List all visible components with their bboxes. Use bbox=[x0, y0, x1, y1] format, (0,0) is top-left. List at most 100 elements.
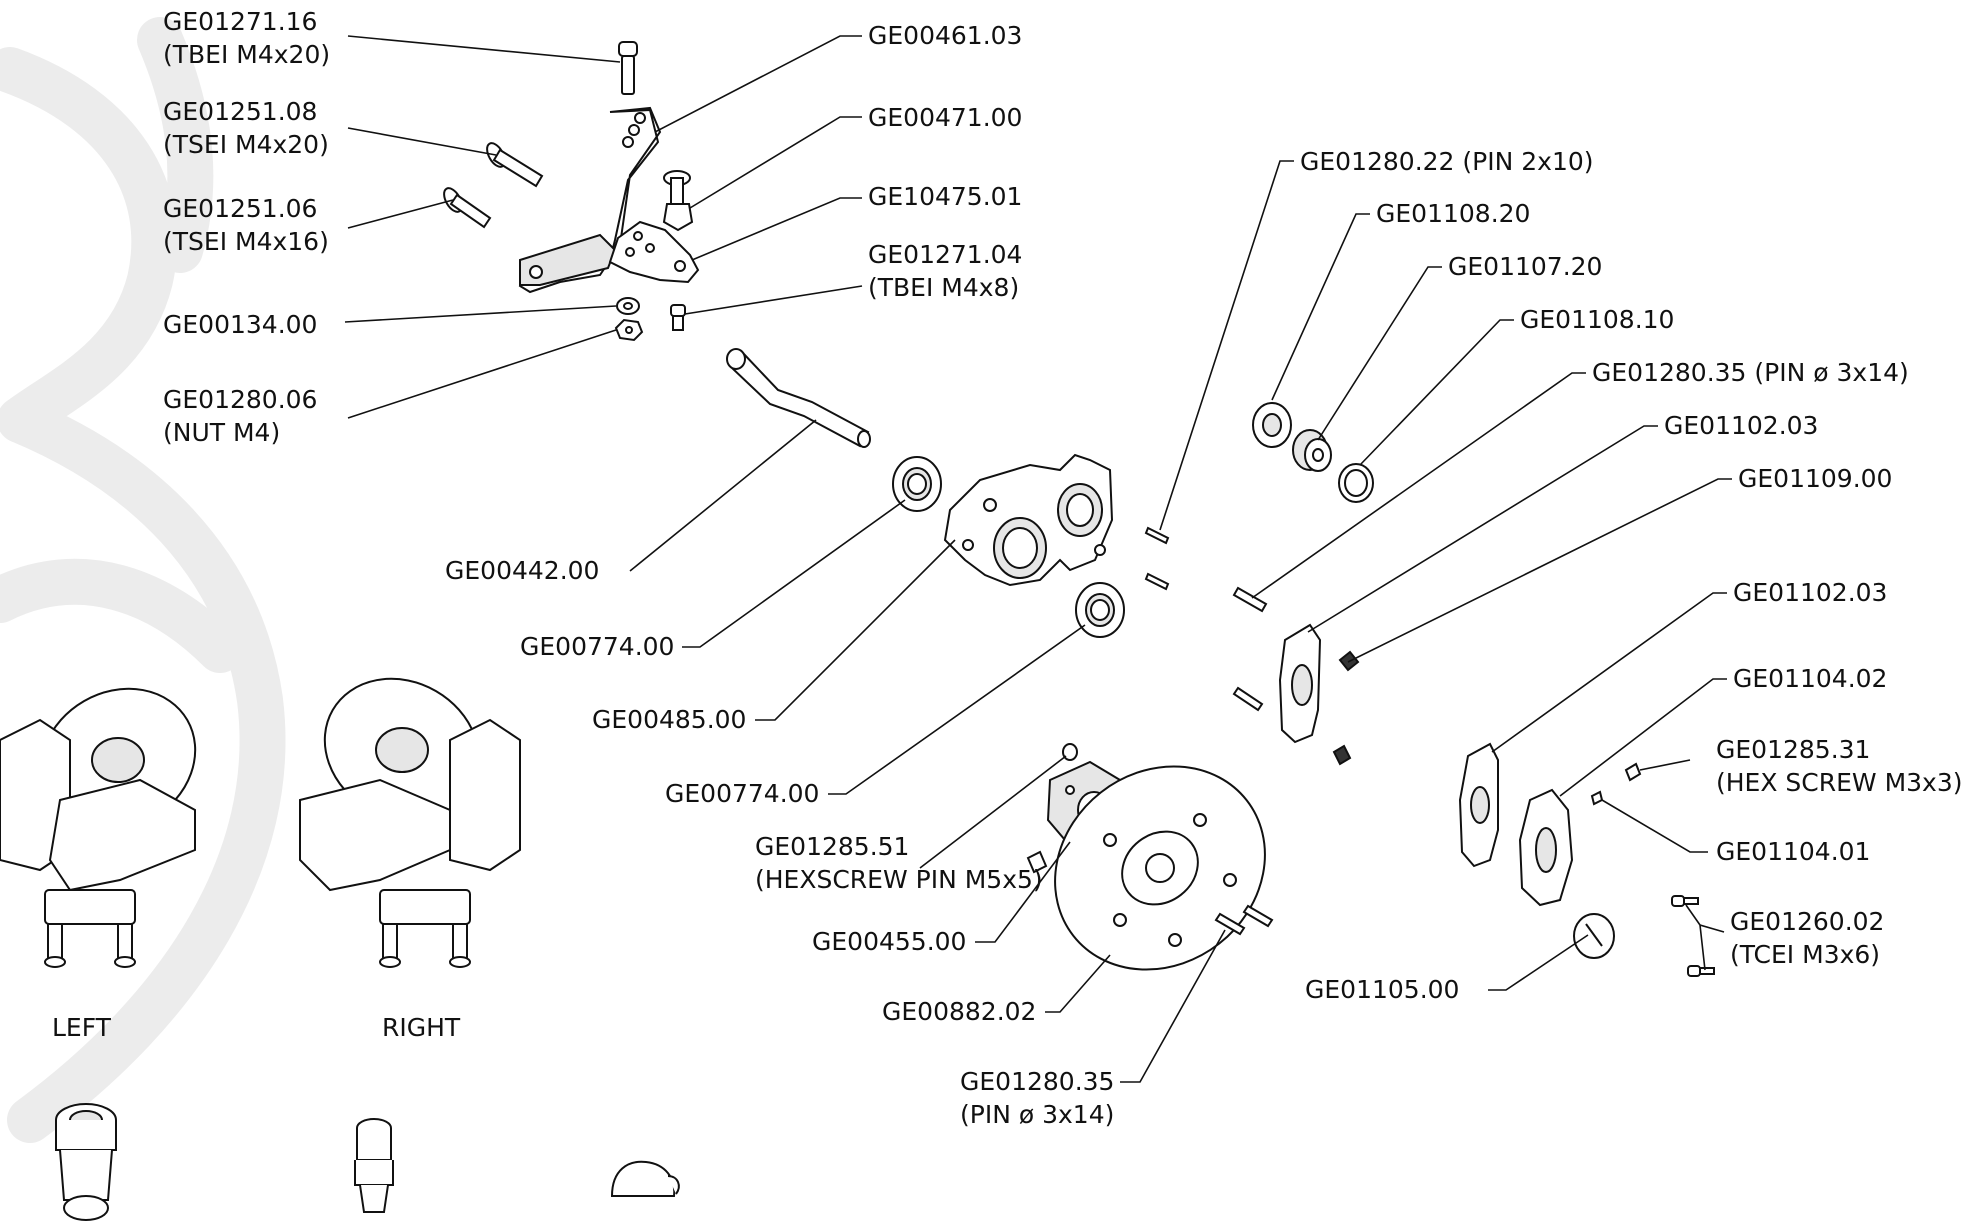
leader-line bbox=[1491, 592, 1727, 753]
brake-pad bbox=[1518, 788, 1574, 907]
leader-line bbox=[1639, 759, 1691, 771]
part-callouts: GE01271.16(TBEI M4x20) GE01251.08 (TSEI M4… bbox=[163, 7, 1963, 1129]
callout-ge01280-22: GE01280.22 (PIN 2x10) bbox=[1159, 147, 1594, 531]
hub-knuckle bbox=[943, 453, 1114, 587]
pins-2x10 bbox=[1144, 526, 1170, 591]
leader-line bbox=[344, 305, 617, 323]
callout-ge01251-08: GE01251.08 (TSEI M4x20) bbox=[163, 97, 497, 159]
callout-ge00461-03: GE00461.03 bbox=[654, 21, 1022, 133]
part-description-label: (HEXSCREW PIN M5x5) bbox=[755, 865, 1043, 894]
leader-line bbox=[1307, 425, 1658, 633]
leader-line bbox=[1359, 319, 1514, 466]
leader-line bbox=[1685, 904, 1725, 971]
leader-line bbox=[347, 127, 497, 156]
callout-ge01285-31: GE01285.31(HEX SCREW M3x3) bbox=[1639, 735, 1963, 797]
washer bbox=[616, 297, 640, 315]
part-number-label: GE01280.35 (PIN ø 3x14) bbox=[1592, 358, 1909, 387]
hex-pin-a bbox=[1062, 743, 1078, 761]
dust-cap bbox=[610, 1160, 680, 1197]
part-number-label: GE01105.00 bbox=[1305, 975, 1459, 1004]
callout-ge01280-06: GE01280.06 (NUT M4) bbox=[163, 329, 617, 447]
piston bbox=[1292, 429, 1332, 472]
pins-3x14-lower bbox=[1214, 904, 1274, 936]
callout-ge10475-01: GE10475.01 bbox=[691, 182, 1022, 261]
part-description-label: (TBEI M4x20) bbox=[163, 40, 330, 69]
leader-line bbox=[1251, 372, 1586, 599]
bolt-tbei-m4x8 bbox=[670, 304, 686, 331]
pivot-shaft bbox=[726, 348, 871, 448]
part-description-label: (HEX SCREW M3x3) bbox=[1716, 768, 1963, 797]
leader-line bbox=[347, 199, 454, 229]
screw-tsei-m4x20 bbox=[486, 142, 544, 188]
leader-line bbox=[654, 35, 862, 133]
leader-line bbox=[1601, 799, 1708, 853]
leader-line bbox=[629, 419, 817, 572]
callout-ge01251-06: GE01251.06 (TSEI M4x16) bbox=[163, 194, 454, 256]
leader-line bbox=[1271, 213, 1370, 401]
leader-line bbox=[1559, 678, 1727, 797]
leader-line bbox=[1347, 478, 1732, 663]
callout-ge01271-16: GE01271.16(TBEI M4x20) bbox=[163, 7, 621, 69]
bearing-2 bbox=[1075, 582, 1125, 638]
caliper-half-lower bbox=[1458, 742, 1499, 868]
part-number-label: GE00455.00 bbox=[812, 927, 966, 956]
view-label-right: RIGHT bbox=[382, 1013, 461, 1042]
screw-tcei-m3x6-b bbox=[1687, 965, 1715, 977]
part-description-label: (TSEI M4x20) bbox=[163, 130, 329, 159]
fitting-large bbox=[55, 1103, 117, 1221]
leader-line bbox=[1159, 160, 1294, 531]
part-number-label: GE01251.06 bbox=[163, 194, 317, 223]
callout-ge01280-35-b: GE01280.35(PIN ø 3x14) bbox=[960, 929, 1226, 1129]
part-description-label: (NUT M4) bbox=[163, 418, 280, 447]
lever-arm bbox=[518, 106, 662, 294]
nut-m4 bbox=[614, 318, 644, 342]
callout-ge00882-02: GE00882.02 bbox=[882, 954, 1111, 1026]
part-number-label: GE00774.00 bbox=[665, 779, 819, 808]
bearing-1 bbox=[892, 456, 942, 512]
callout-ge00774-00-b: GE00774.00 bbox=[665, 624, 1086, 808]
part-number-label: GE10475.01 bbox=[868, 182, 1022, 211]
callout-ge00774-00-a: GE00774.00 bbox=[520, 499, 906, 661]
callout-ge01107-20: GE01107.20 bbox=[1317, 252, 1602, 441]
pin-left bbox=[1232, 686, 1264, 712]
leader-line bbox=[347, 35, 621, 63]
leader-line bbox=[975, 841, 1071, 943]
callout-ge01102-03-b: GE01102.03 bbox=[1491, 578, 1887, 753]
leader-line bbox=[1120, 929, 1226, 1083]
callout-ge01260-02: GE01260.02(TCEI M3x6) bbox=[1685, 904, 1884, 971]
leader-line bbox=[347, 329, 617, 419]
right-assembly-view bbox=[299, 677, 521, 968]
callout-ge01102-03-a: GE01102.03 bbox=[1307, 411, 1818, 633]
cap-plug bbox=[1573, 913, 1615, 959]
part-number-label: GE01280.06 bbox=[163, 385, 317, 414]
leader-line bbox=[919, 755, 1067, 869]
part-number-label: GE00471.00 bbox=[868, 103, 1022, 132]
callout-ge00442-00: GE00442.00 bbox=[445, 419, 817, 585]
hex-screw-m3x3 bbox=[1624, 762, 1642, 782]
callout-ge01108-10: GE01108.10 bbox=[1359, 305, 1674, 466]
watermark-logo bbox=[0, 17, 286, 1143]
part-description-label: (TSEI M4x16) bbox=[163, 227, 329, 256]
leader-line bbox=[689, 116, 862, 209]
part-number-label: GE01102.03 bbox=[1733, 578, 1887, 607]
screw-tcei-m3x6-a bbox=[1671, 895, 1699, 907]
leader-line bbox=[691, 197, 862, 261]
callout-ge01104-02: GE01104.02 bbox=[1559, 664, 1887, 797]
part-number-label: GE01108.10 bbox=[1520, 305, 1674, 334]
part-number-label: GE01108.20 bbox=[1376, 199, 1530, 228]
part-number-label: GE01271.04 bbox=[868, 240, 1022, 269]
view-label-left: LEFT bbox=[52, 1013, 112, 1042]
grub-screw bbox=[1332, 744, 1352, 766]
part-number-label: GE01102.03 bbox=[1664, 411, 1818, 440]
leader-line bbox=[1488, 934, 1589, 991]
part-number-label: GE00774.00 bbox=[520, 632, 674, 661]
bolt-tbei-m4x20 bbox=[618, 41, 638, 95]
brake-disc bbox=[1054, 765, 1266, 971]
part-number-label: GE00134.00 bbox=[163, 310, 317, 339]
part-number-label: GE01251.08 bbox=[163, 97, 317, 126]
callout-ge01271-04: GE01271.04(TBEI M4x8) bbox=[684, 240, 1022, 315]
part-number-label: GE00461.03 bbox=[868, 21, 1022, 50]
leader-line bbox=[755, 539, 956, 721]
leader-line bbox=[1045, 954, 1111, 1013]
caliper-half-upper bbox=[1278, 623, 1322, 744]
